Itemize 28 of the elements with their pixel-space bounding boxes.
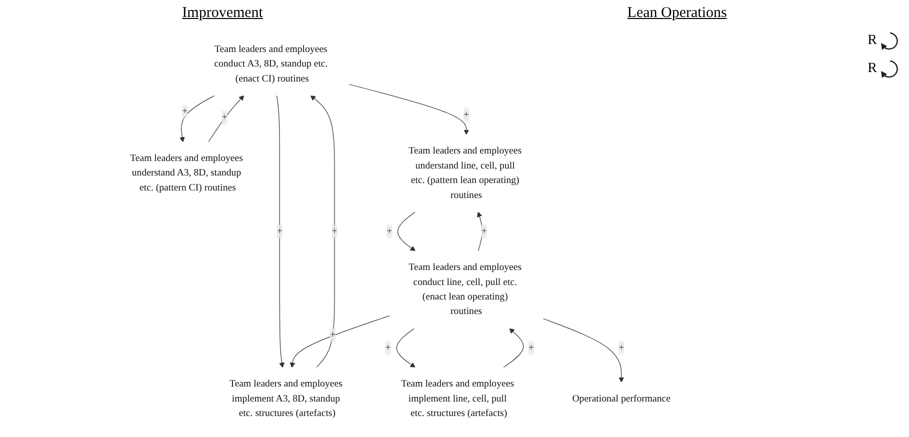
node-text: Team leaders and employees conduct line, cell, pull etc. (enact lean operating) routines	[408, 262, 522, 317]
section-heading: Lean Operations	[627, 4, 727, 22]
edge-label: +	[386, 226, 392, 236]
arrow	[180, 95, 216, 142]
node-text: Team leaders and employees understand line, cell, pull etc. (pattern lean operating) routines	[408, 146, 522, 200]
edge-label: +	[222, 112, 228, 122]
arrow	[502, 328, 524, 368]
edge-label: +	[481, 226, 487, 236]
edge-label: +	[464, 110, 470, 120]
arrow	[396, 328, 416, 368]
arrow	[476, 212, 483, 252]
edge-label: +	[276, 226, 282, 236]
arrow	[208, 95, 244, 142]
section-heading: Improvement	[182, 4, 263, 22]
edge-label: +	[528, 342, 534, 353]
edge-label: +	[618, 342, 624, 353]
arrow	[397, 212, 416, 252]
node-text: Team leaders and employees implement line, cell, pull etc. structures (artefacts)	[401, 378, 514, 418]
loop-label: R	[868, 33, 877, 49]
loop-label: R	[868, 61, 877, 77]
edge-label: +	[385, 342, 391, 353]
node-text: Team leaders and employees implement A3, 8D, standup etc. structures (artefacts)	[230, 378, 342, 418]
node-text: Operational performance	[572, 393, 670, 404]
node-text: Team leaders and employees conduct A3, 8D, standup etc. (enact CI) routines	[214, 44, 328, 84]
node-text: Team leaders and employees understand A3, 8D, standup etc. (pattern CI) routines	[130, 153, 243, 193]
edge-label: +	[182, 106, 188, 117]
edge-label: +	[330, 330, 336, 340]
edge-label: +	[332, 226, 338, 236]
